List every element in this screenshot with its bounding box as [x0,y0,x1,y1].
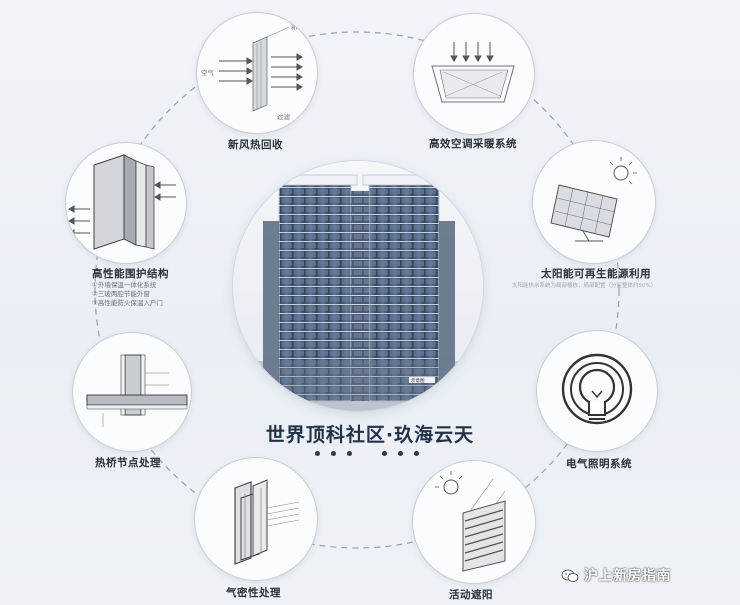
fresh-air-bottom-label: 过滤 [277,113,290,121]
label-fresh-air: 新风热回收 [228,139,283,151]
node-fresh-air: 新鲜 空气 过滤 [196,12,318,134]
label-lighting: 电气照明系统 [566,458,632,470]
node-lighting [536,330,658,452]
residential-tower-illustration: 示意图 [233,161,483,411]
solar-panel-icon [550,157,637,242]
fresh-air-top-label: 新鲜 [291,23,304,31]
center-title: 世界顶科社区·玖海云天 [265,424,475,446]
dot [331,451,336,456]
brand-watermark: 沪上新房指南 [561,566,671,584]
label-shading: 活动遮阳 [449,589,493,601]
dot [414,451,419,456]
envelope-item-3: ③高性能防火保温入户门 [92,299,163,307]
solar-note: 太阳能热水系统为局部楼栋，局部配置（分区整体约50%） [512,283,657,289]
dot [398,451,403,456]
node-shading [412,460,536,584]
label-envelope: 高性能围护结构 [92,268,169,280]
center-building-image: 示意图 [232,160,484,412]
dot [382,451,387,456]
dot [347,451,352,456]
envelope-item-1: ①外墙保温一体化系统 [92,281,157,289]
hvac-diagram-icon [431,42,515,103]
node-airtight [194,457,318,581]
label-hvac: 高效空调采暖系统 [429,138,517,150]
shading-louver-icon [435,471,506,572]
wechat-icon [561,568,579,582]
node-hvac [413,13,535,135]
fresh-air-diagram-icon [219,26,303,112]
label-airtight: 气密性处理 [226,587,281,599]
node-envelope [65,142,187,264]
node-thermal-bridge [72,332,192,452]
brand-name: 沪上新房指南 [584,568,671,584]
window-frame-section-icon [234,479,300,565]
dot [315,451,320,456]
wall-insulation-icon [68,154,176,250]
label-thermal-bridge: 热桥节点处理 [95,457,161,469]
node-solar [532,140,656,264]
label-solar: 太阳能可再生能源利用 [541,268,651,280]
title-dots-decoration [300,449,440,459]
fresh-air-left-label: 空气 [201,69,214,77]
envelope-item-2: ②三玻两腔节能外窗 [92,290,150,298]
lightbulb-icon [561,353,633,425]
building-tag-label: 示意图 [411,377,425,384]
thermal-bridge-section-icon [86,354,188,427]
